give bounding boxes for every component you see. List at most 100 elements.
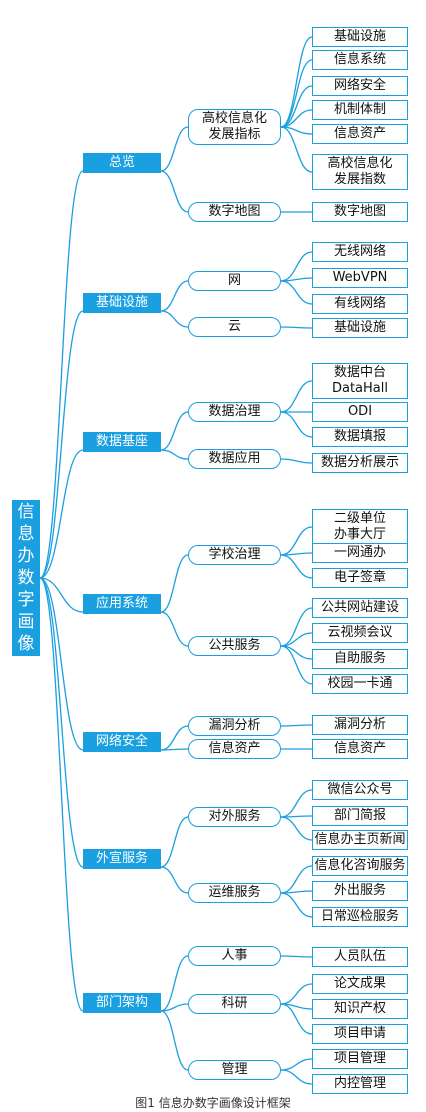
- root-to-category-connector: [39, 577, 84, 868]
- leaf-node: 无线网络: [312, 242, 408, 262]
- group-to-leaf-connector: [280, 326, 313, 329]
- leaf-node: 漏洞分析: [312, 715, 408, 735]
- group-to-leaf-connector: [280, 789, 313, 818]
- category-node: 总览: [83, 153, 161, 173]
- leaf-node: 公共网站建设: [312, 598, 408, 618]
- group-to-leaf-connector: [280, 983, 313, 1005]
- category-node: 应用系统: [83, 594, 161, 614]
- group-node: 数据治理: [188, 402, 281, 422]
- category-to-group-connector: [160, 866, 189, 894]
- category-node: 外宣服务: [83, 849, 161, 869]
- group-to-leaf-connector: [280, 380, 313, 413]
- root-to-category-connector: [39, 577, 84, 613]
- category-to-group-connector: [160, 1010, 189, 1071]
- group-node: 数字地图: [188, 202, 281, 222]
- group-node: 网: [188, 271, 281, 291]
- category-to-group-connector: [160, 725, 189, 751]
- category-to-group-connector: [160, 554, 189, 613]
- leaf-node: 基础设施: [312, 318, 408, 338]
- group-to-leaf-connector: [280, 955, 313, 958]
- leaf-node: 信息系统: [312, 50, 408, 70]
- leaf-node: 校园一卡通: [312, 674, 408, 694]
- group-to-leaf-connector: [280, 251, 313, 282]
- group-node: 云: [188, 317, 281, 337]
- leaf-node: 基础设施: [312, 27, 408, 47]
- root-to-category-connector: [39, 310, 84, 579]
- group-node: 信息资产: [188, 739, 281, 759]
- group-to-leaf-connector: [280, 1069, 313, 1085]
- leaf-node: 知识产权: [312, 999, 408, 1019]
- leaf-node: 信息资产: [312, 124, 408, 144]
- leaf-node: 内控管理: [312, 1074, 408, 1094]
- category-to-group-connector: [160, 411, 189, 451]
- category-to-group-connector: [160, 955, 189, 1012]
- category-to-group-connector: [160, 611, 189, 647]
- group-to-leaf-connector: [280, 85, 313, 128]
- figure-caption: 图1 信息办数字画像设计框架: [135, 1096, 291, 1110]
- group-node: 管理: [188, 1060, 281, 1080]
- group-to-leaf-connector: [280, 1003, 313, 1035]
- leaf-node: WebVPN: [312, 268, 408, 288]
- leaf-node: 论文成果: [312, 974, 408, 994]
- category-to-group-connector: [160, 748, 189, 751]
- group-to-leaf-connector: [280, 526, 313, 556]
- root-node: 信息办数字画像: [12, 500, 40, 656]
- category-node: 部门架构: [83, 993, 161, 1013]
- group-to-leaf-connector: [280, 458, 313, 464]
- group-to-leaf-connector: [280, 816, 313, 841]
- group-to-leaf-connector: [280, 126, 313, 173]
- group-to-leaf-connector: [280, 865, 313, 894]
- leaf-node: 项目申请: [312, 1024, 408, 1044]
- leaf-node: 高校信息化发展指数: [312, 154, 408, 190]
- group-to-leaf-connector: [280, 59, 313, 128]
- group-to-leaf-connector: [280, 892, 313, 918]
- group-node: 学校治理: [188, 545, 281, 565]
- category-to-group-connector: [160, 449, 189, 460]
- root-to-category-connector: [39, 170, 84, 579]
- category-to-group-connector: [160, 310, 189, 328]
- group-to-leaf-connector: [280, 411, 313, 438]
- leaf-node: 电子签章: [312, 568, 408, 588]
- group-to-leaf-connector: [280, 607, 313, 647]
- category-to-group-connector: [160, 816, 189, 868]
- leaf-node: 数据填报: [312, 427, 408, 447]
- leaf-node: 一网通办: [312, 543, 408, 563]
- leaf-node: 二级单位办事大厅: [312, 509, 408, 545]
- leaf-node: 云视频会议: [312, 623, 408, 643]
- group-to-leaf-connector: [280, 1058, 313, 1071]
- group-node: 运维服务: [188, 883, 281, 903]
- category-to-group-connector: [160, 126, 189, 172]
- root-to-category-connector: [39, 577, 84, 751]
- root-to-category-connector: [39, 449, 84, 579]
- leaf-node: 有线网络: [312, 294, 408, 314]
- leaf-node: 数据分析展示: [312, 453, 408, 473]
- leaf-node: 数字地图: [312, 202, 408, 222]
- leaf-node: 部门简报: [312, 806, 408, 826]
- leaf-node: 日常巡检服务: [312, 907, 408, 927]
- category-node: 数据基座: [83, 432, 161, 452]
- group-to-leaf-connector: [280, 645, 313, 685]
- category-node: 基础设施: [83, 293, 161, 313]
- group-to-leaf-connector: [280, 109, 313, 128]
- leaf-node: 项目管理: [312, 1049, 408, 1069]
- group-node: 公共服务: [188, 636, 281, 656]
- group-to-leaf-connector: [280, 554, 313, 579]
- leaf-node: 信息化咨询服务: [312, 856, 408, 876]
- group-node: 高校信息化发展指标: [188, 109, 281, 145]
- root-to-category-connector: [39, 577, 84, 1012]
- leaf-node: 信息资产: [312, 739, 408, 759]
- category-to-group-connector: [160, 1003, 189, 1012]
- group-node: 漏洞分析: [188, 716, 281, 736]
- leaf-node: 人员队伍: [312, 947, 408, 967]
- group-node: 对外服务: [188, 807, 281, 827]
- leaf-node: 微信公众号: [312, 780, 408, 800]
- leaf-node: 信息办主页新闻: [312, 830, 408, 850]
- category-to-group-connector: [160, 170, 189, 213]
- group-node: 科研: [188, 994, 281, 1014]
- category-to-group-connector: [160, 280, 189, 312]
- leaf-node: 网络安全: [312, 76, 408, 96]
- group-to-leaf-connector: [280, 724, 313, 727]
- group-node: 人事: [188, 946, 281, 966]
